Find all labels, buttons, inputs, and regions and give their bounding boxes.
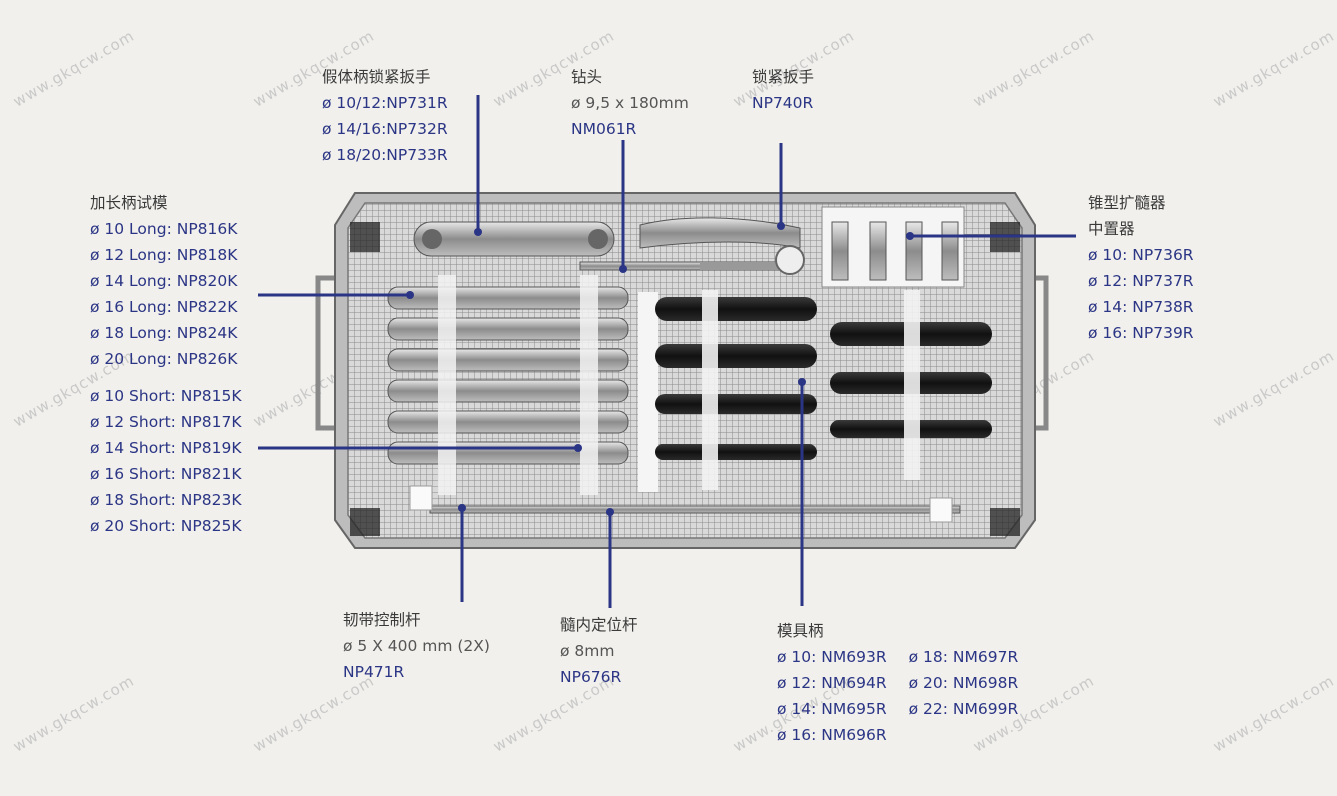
tray-handle-left bbox=[315, 275, 342, 431]
label-conical-reamer: 锥型扩髓器 中置器 ø 10: NP736R ø 12: NP737R ø 14… bbox=[1088, 190, 1194, 346]
rods-icon bbox=[409, 485, 961, 523]
label-line: ø 10 Short: NP815K bbox=[90, 387, 242, 405]
label-line: ø 10: NM693R bbox=[777, 648, 887, 666]
label-title: 加长柄试模 bbox=[90, 194, 168, 212]
label-prosthesis-wrench: 假体柄锁紧扳手 ø 10/12:NP731R ø 14/16:NP732R ø … bbox=[322, 64, 448, 168]
label-line: ø 18/20:NP733R bbox=[322, 146, 448, 164]
label-line: ø 16: NM696R bbox=[777, 726, 887, 744]
label-line: ø 16 Short: NP821K bbox=[90, 465, 242, 483]
label-code: NP676R bbox=[560, 668, 622, 686]
label-line: ø 18 Long: NP824K bbox=[90, 324, 238, 342]
label-line: ø 10: NP736R bbox=[1088, 246, 1194, 264]
label-title: 锁紧扳手 bbox=[752, 68, 815, 86]
label-spec: ø 9,5 x 180mm bbox=[571, 94, 689, 112]
label-line: ø 12: NP737R bbox=[1088, 272, 1194, 290]
label-spec: ø 8mm bbox=[560, 642, 615, 660]
label-code: NP740R bbox=[752, 94, 814, 112]
label-line: ø 16 Long: NP822K bbox=[90, 298, 238, 316]
label-line: ø 14/16:NP732R bbox=[322, 120, 448, 138]
label-intramedullary-rod: 髓内定位杆 ø 8mm NP676R bbox=[560, 612, 638, 690]
label-title: 韧带控制杆 bbox=[343, 611, 421, 629]
drill-icon bbox=[579, 261, 790, 271]
label-line: ø 12 Long: NP818K bbox=[90, 246, 238, 264]
label-line: ø 14: NP738R bbox=[1088, 298, 1194, 316]
label-drill: 钻头 ø 9,5 x 180mm NM061R bbox=[571, 64, 689, 142]
label-line: ø 12: NM694R bbox=[777, 674, 887, 692]
label-line: ø 20: NM698R bbox=[908, 674, 1019, 692]
label-line: ø 20 Long: NP826K bbox=[90, 350, 238, 368]
label-extended-trials-short: ø 10 Short: NP815K ø 12 Short: NP817K ø … bbox=[90, 383, 242, 539]
label-title: 锥型扩髓器 bbox=[1088, 194, 1166, 212]
label-line: ø 10 Long: NP816K bbox=[90, 220, 238, 238]
label-line: ø 14: NM695R bbox=[777, 700, 887, 718]
conical-reamer-icon bbox=[821, 206, 965, 288]
label-title: 模具柄 bbox=[777, 622, 824, 640]
label-line: ø 18: NM697R bbox=[908, 648, 1019, 666]
label-line: ø 22: NM699R bbox=[908, 700, 1019, 718]
label-line: ø 14 Long: NP820K bbox=[90, 272, 238, 290]
lock-wrench-icon bbox=[639, 217, 805, 275]
label-mold-handle: 模具柄 ø 10: NM693R ø 12: NM694R ø 14: NM69… bbox=[777, 618, 1018, 748]
label-title: 中置器 bbox=[1088, 220, 1135, 238]
label-lock-wrench: 锁紧扳手 NP740R bbox=[752, 64, 814, 116]
prosthesis-wrench-icon bbox=[413, 221, 615, 257]
label-ligament-rod: 韧带控制杆 ø 5 X 400 mm (2X) NP471R bbox=[343, 607, 490, 685]
leader-dots bbox=[406, 222, 914, 516]
label-line: ø 20 Short: NP825K bbox=[90, 517, 242, 535]
label-title: 髓内定位杆 bbox=[560, 616, 638, 634]
label-spec: ø 5 X 400 mm (2X) bbox=[343, 637, 490, 655]
label-line: ø 16: NP739R bbox=[1088, 324, 1194, 342]
label-line: ø 14 Short: NP819K bbox=[90, 439, 242, 457]
label-line: ø 12 Short: NP817K bbox=[90, 413, 242, 431]
label-line: ø 18 Short: NP823K bbox=[90, 491, 242, 509]
label-code: NM061R bbox=[571, 120, 637, 138]
label-extended-trials: 加长柄试模 ø 10 Long: NP816K ø 12 Long: NP818… bbox=[90, 190, 237, 372]
mold-handles-icon bbox=[638, 290, 992, 492]
leader-lines bbox=[258, 95, 1076, 608]
label-title: 假体柄锁紧扳手 bbox=[322, 68, 431, 86]
label-code: NP471R bbox=[343, 663, 405, 681]
extended-trial-stems-icon bbox=[387, 275, 629, 495]
label-title: 钻头 bbox=[571, 68, 603, 86]
label-line: ø 10/12:NP731R bbox=[322, 94, 448, 112]
